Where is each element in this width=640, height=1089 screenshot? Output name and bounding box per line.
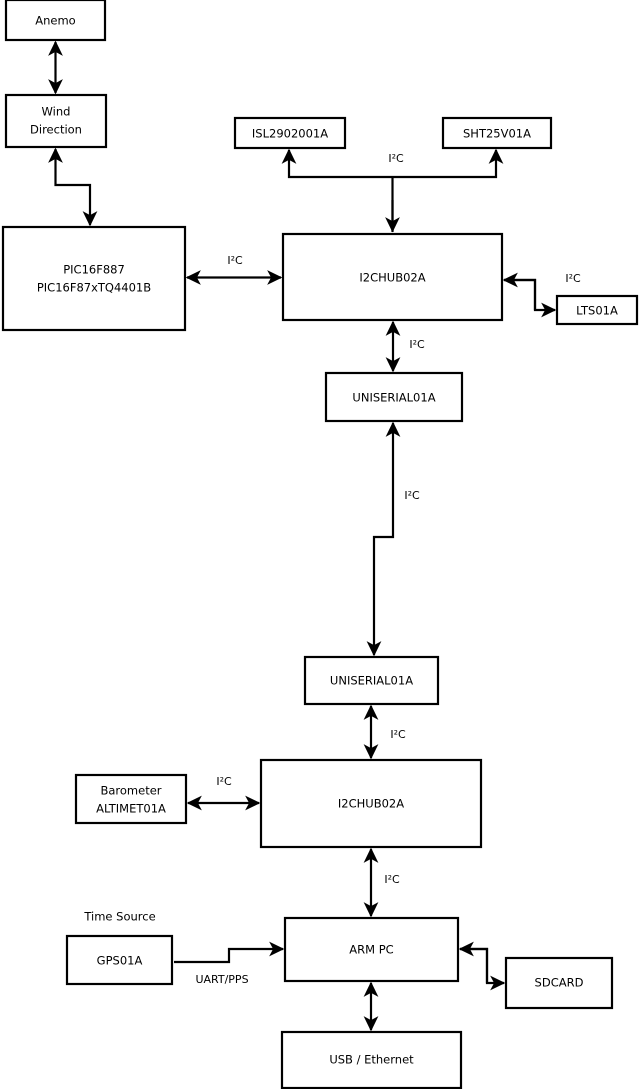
- node-i2c-hub-top[interactable]: I2CHUB02A: [281, 232, 504, 322]
- label-i2c-pic-hub: I²C: [227, 254, 243, 267]
- label-i2c-hub-armpc: I²C: [384, 873, 400, 886]
- connection-gps-armpc: [174, 941, 285, 964]
- label-uart-pps-gps-armpc: UART/PPS: [195, 973, 248, 986]
- connection-bus-to-sht: [392, 148, 504, 179]
- node-pic-mcu-label-line2: PIC16F87xTQ4401B: [37, 281, 151, 295]
- label-i2c-uniserial-link: I²C: [404, 489, 420, 502]
- node-uniserial-upper[interactable]: UNISERIAL01A: [324, 371, 464, 423]
- node-pic-mcu[interactable]: PIC16F887 PIC16F87xTQ4401B: [1, 225, 187, 332]
- connection-wind-pic: [48, 147, 98, 227]
- connection-bus-to-isl: [281, 148, 393, 179]
- node-pic-mcu-label-line1: PIC16F887: [63, 263, 125, 277]
- node-lts-temp-sensor[interactable]: LTS01A: [555, 294, 639, 326]
- label-i2c-sensor-bus: I²C: [388, 152, 404, 165]
- label-i2c-hub-lts: I²C: [565, 272, 581, 285]
- label-i2c-uniserial-hub: I²C: [390, 728, 406, 741]
- node-arm-pc-label: ARM PC: [349, 943, 393, 957]
- node-gps[interactable]: GPS01A: [65, 934, 174, 986]
- node-sdcard-label: SDCARD: [535, 976, 584, 990]
- label-i2c-barometer-hub: I²C: [216, 775, 232, 788]
- connection-hub-to-lts-in: [502, 272, 537, 310]
- connections-layer: [48, 40, 557, 1032]
- label-time-source: Time Source: [83, 910, 155, 924]
- node-wind-direction[interactable]: Wind Direction: [4, 93, 108, 149]
- node-sdcard[interactable]: SDCARD: [504, 956, 614, 1010]
- node-anemo-label: Anemo: [35, 14, 75, 28]
- node-i2c-hub-top-label: I2CHUB02A: [359, 271, 425, 285]
- node-barometer-label-line1: Barometer: [100, 784, 161, 798]
- node-barometer-label-line2: ALTIMET01A: [96, 802, 166, 816]
- label-i2c-hub-uniserial: I²C: [409, 338, 425, 351]
- node-isl-light-sensor[interactable]: ISL2902001A: [233, 116, 347, 150]
- labels-layer: Time Source I²C I²C I²C I²C I²C I²C I²C …: [83, 152, 581, 986]
- node-wind-direction-label-line2: Direction: [30, 123, 82, 137]
- node-anemo[interactable]: Anemo: [4, 0, 107, 42]
- node-i2c-hub-bottom[interactable]: I2CHUB02A: [259, 758, 483, 849]
- node-arm-pc[interactable]: ARM PC: [283, 916, 460, 983]
- node-uniserial-lower-label: UNISERIAL01A: [330, 674, 413, 688]
- connection-armpc-sdcard-in: [458, 941, 489, 983]
- node-usb-ethernet-label: USB / Ethernet: [329, 1053, 414, 1067]
- node-gps-label: GPS01A: [97, 954, 143, 968]
- node-sht-humidity-sensor-label: SHT25V01A: [463, 127, 531, 141]
- node-barometer[interactable]: Barometer ALTIMET01A: [74, 773, 188, 825]
- node-uniserial-upper-label: UNISERIAL01A: [352, 391, 435, 405]
- node-isl-light-sensor-label: ISL2902001A: [252, 127, 328, 141]
- node-wind-direction-label-line1: Wind: [42, 105, 71, 119]
- connection-armpc-sdcard-out: [460, 947, 506, 991]
- node-i2c-hub-bottom-label: I2CHUB02A: [338, 797, 404, 811]
- node-usb-ethernet[interactable]: USB / Ethernet: [280, 1030, 463, 1089]
- node-lts-temp-sensor-label: LTS01A: [576, 304, 618, 318]
- node-sht-humidity-sensor[interactable]: SHT25V01A: [441, 116, 553, 150]
- connection-hub-to-lts-out: [504, 278, 557, 318]
- node-uniserial-lower[interactable]: UNISERIAL01A: [303, 655, 440, 706]
- connection-uniserial1-uniserial2: [366, 421, 401, 657]
